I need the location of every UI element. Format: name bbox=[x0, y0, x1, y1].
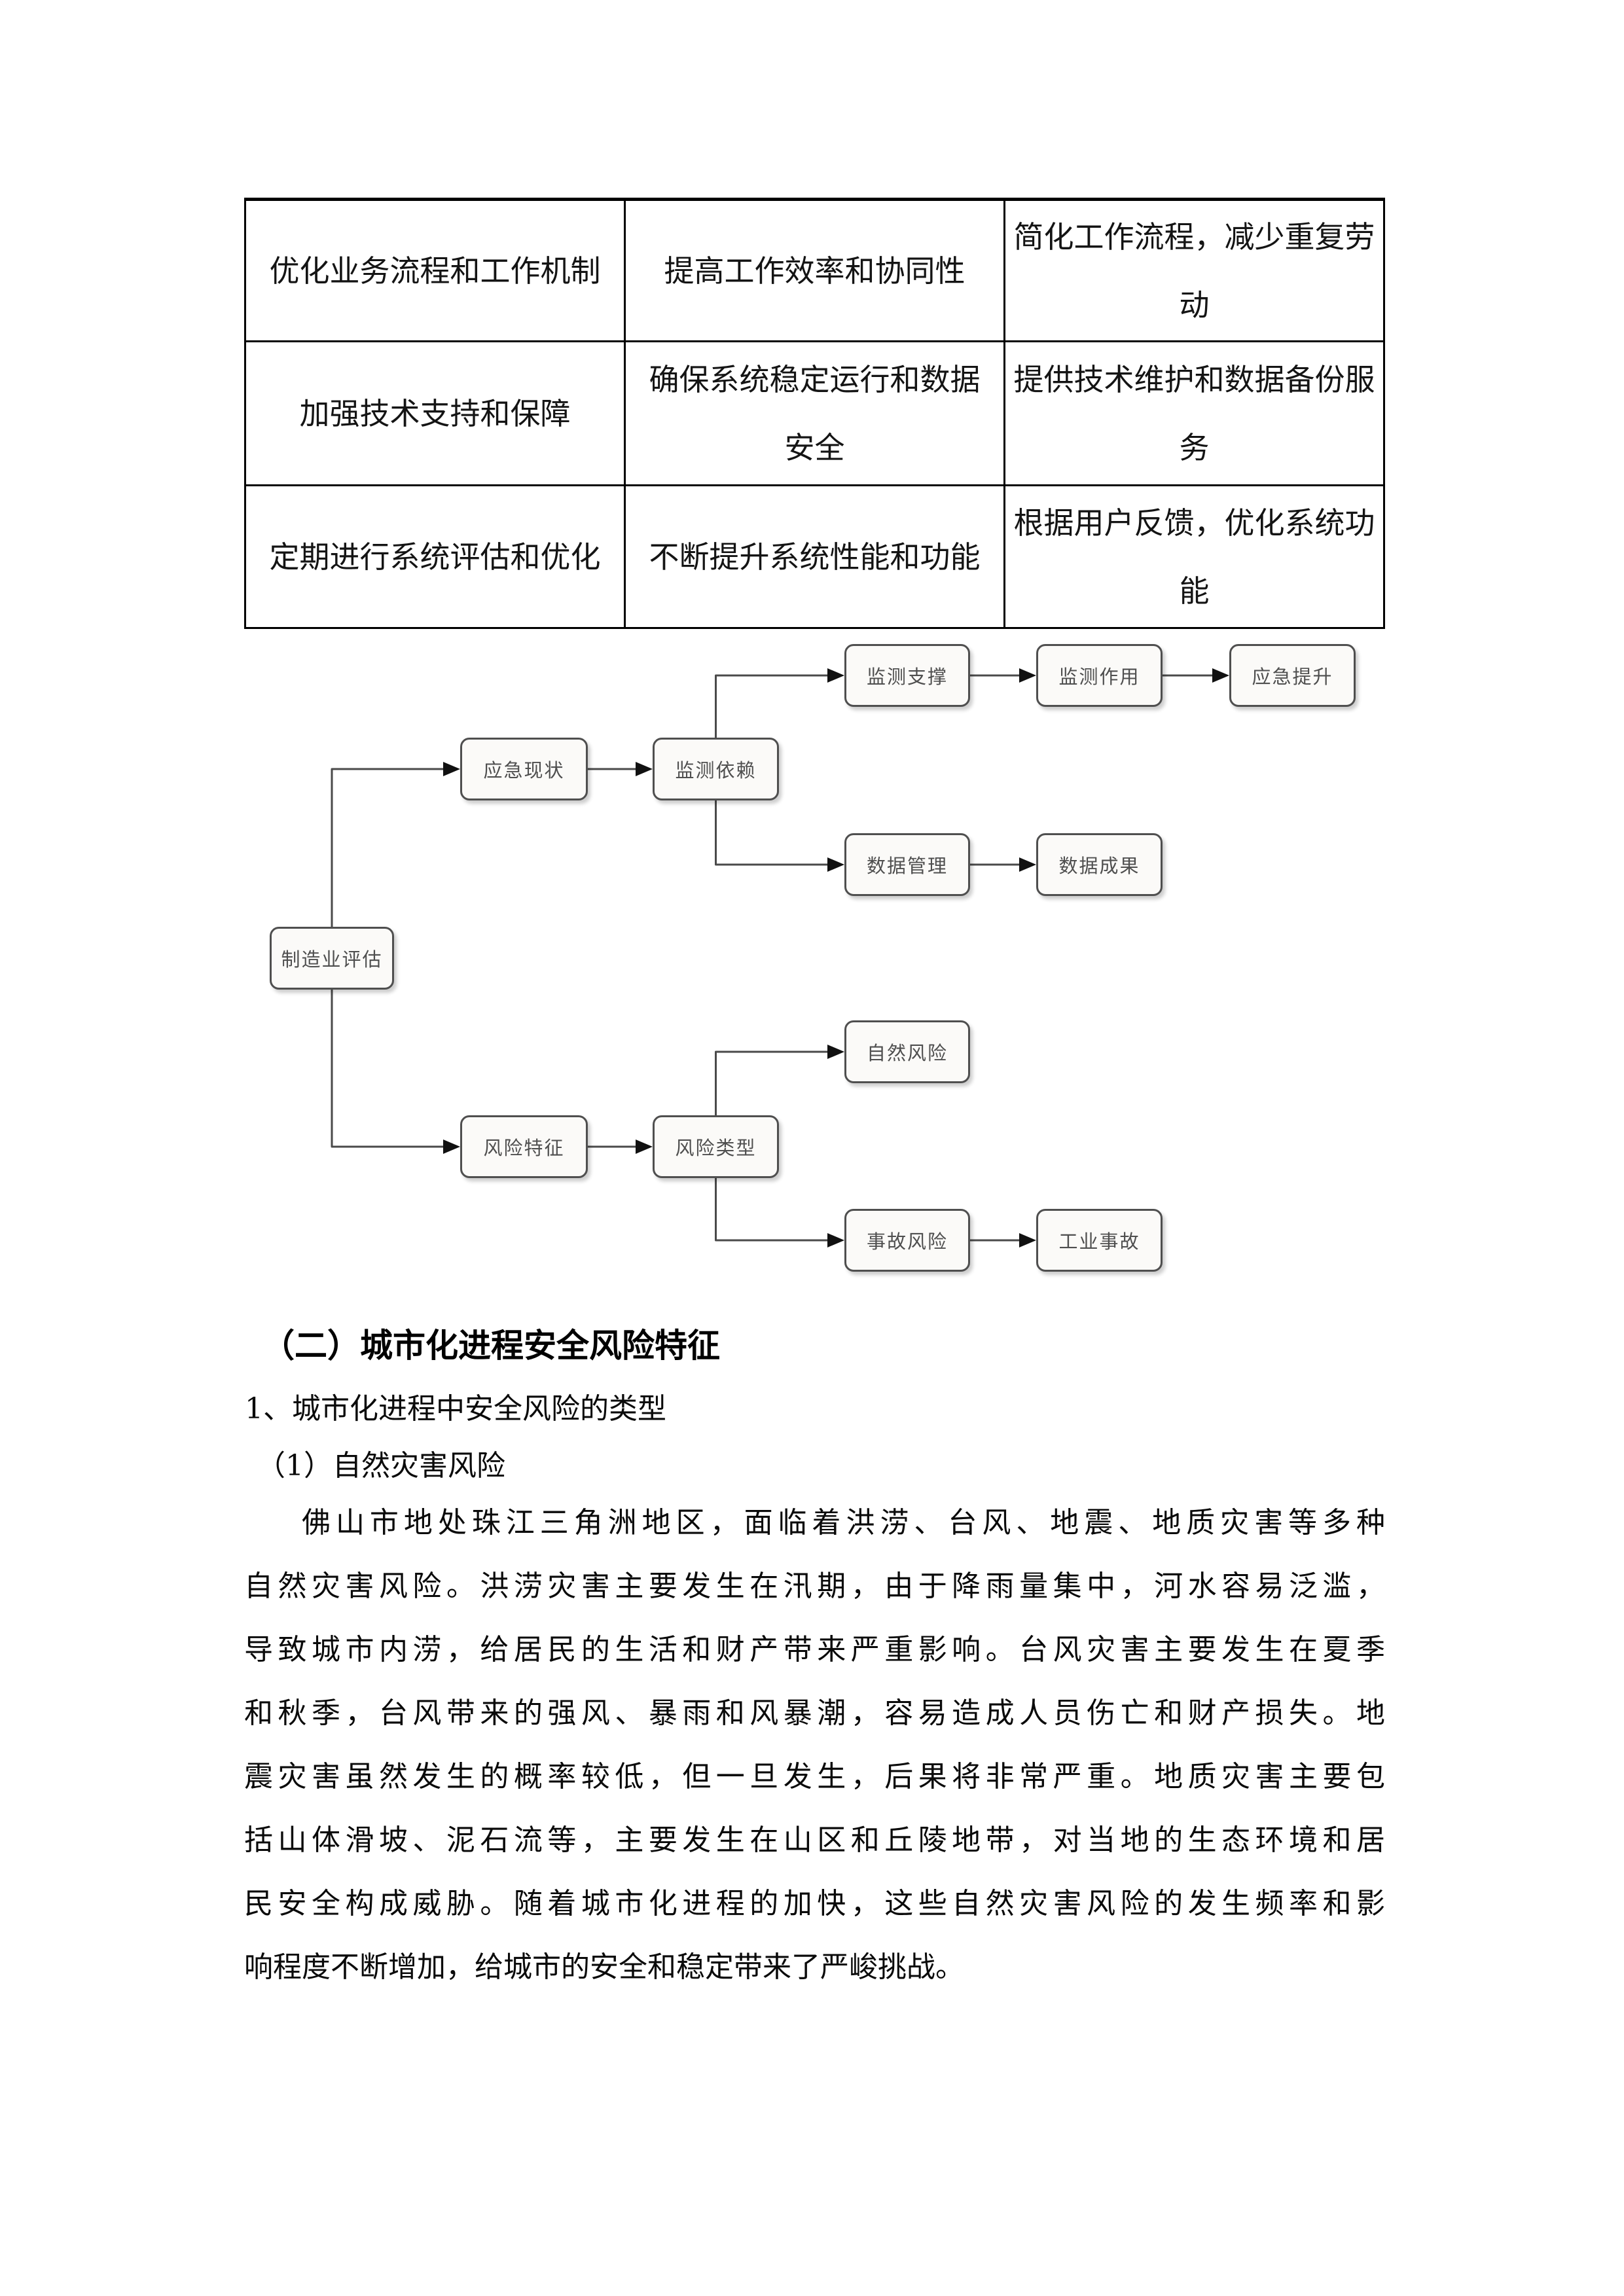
arrowhead-icon bbox=[1019, 668, 1036, 683]
summary-table-body: 优化业务流程和工作机制提高工作效率和协同性简化工作流程，减少重复劳动加强技术支持… bbox=[244, 198, 1385, 629]
arrowhead-icon bbox=[1019, 1233, 1036, 1247]
paragraph-line: 导致城市内涝，给居民的生活和财产带来严重影响。台风灾害主要发生在夏季 bbox=[244, 1633, 1385, 1666]
table-cell: 不断提升系统性能和功能 bbox=[624, 484, 1005, 629]
table-cell: 提供技术维护和数据备份服务 bbox=[1003, 340, 1385, 486]
connector-line bbox=[715, 1178, 829, 1242]
paragraph-line: 民安全构成威胁。随着城市化进程的加快，这些自然灾害风险的发生频率和影 bbox=[244, 1887, 1385, 1920]
table-cell: 确保系统稳定运行和数据安全 bbox=[624, 340, 1005, 486]
flowchart-node-shuju_chengguo: 数据成果 bbox=[1036, 833, 1163, 896]
arrowhead-icon bbox=[827, 1233, 844, 1247]
flowchart-node-shuju_guanli: 数据管理 bbox=[844, 833, 970, 896]
body-paragraph: 佛山市地处珠江三角洲地区，面临着洪涝、台风、地震、地质灾害等多种自然灾害风险。洪… bbox=[244, 1491, 1385, 1999]
subsection-heading: 1、城市化进程中安全风险的类型 bbox=[245, 1392, 666, 1426]
arrowhead-icon bbox=[443, 1139, 460, 1154]
connector-line bbox=[331, 990, 444, 1148]
connector-line bbox=[715, 674, 829, 738]
table-row: 优化业务流程和工作机制提高工作效率和协同性简化工作流程，减少重复劳动 bbox=[244, 198, 1385, 342]
flowchart-node-jiance_zuoyong: 监测作用 bbox=[1036, 644, 1163, 707]
flowchart-node-fengxian_tezheng: 风险特征 bbox=[460, 1115, 588, 1178]
flowchart-node-jiance_yilai: 监测依赖 bbox=[653, 738, 779, 800]
paragraph-line: 响程度不断增加，给城市的安全和稳定带来了严峻挑战。 bbox=[244, 1950, 964, 1984]
table-row: 加强技术支持和保障确保系统稳定运行和数据安全提供技术维护和数据备份服务 bbox=[244, 340, 1385, 486]
arrowhead-icon bbox=[636, 762, 653, 776]
arrowhead-icon bbox=[1212, 668, 1229, 683]
connector-line bbox=[715, 800, 829, 866]
arrowhead-icon bbox=[443, 762, 460, 776]
table-cell: 简化工作流程，减少重复劳动 bbox=[1003, 198, 1385, 342]
table-row: 定期进行系统评估和优化不断提升系统性能和功能根据用户反馈，优化系统功能 bbox=[244, 484, 1385, 629]
table-cell: 定期进行系统评估和优化 bbox=[244, 484, 626, 629]
table-cell: 加强技术支持和保障 bbox=[244, 340, 626, 486]
flowchart-node-shigu_fengxian: 事故风险 bbox=[844, 1209, 970, 1272]
table-cell: 根据用户反馈，优化系统功能 bbox=[1003, 484, 1385, 629]
section-heading: （二）城市化进程安全风险特征 bbox=[262, 1326, 720, 1365]
flowchart-node-root: 制造业评估 bbox=[270, 927, 394, 990]
connector-line bbox=[715, 1050, 829, 1115]
flowchart-node-fengxian_leixing: 风险类型 bbox=[653, 1115, 779, 1178]
flowchart-node-jiance_zhicheng: 监测支撑 bbox=[844, 644, 970, 707]
summary-table: 优化业务流程和工作机制提高工作效率和协同性简化工作流程，减少重复劳动加强技术支持… bbox=[244, 198, 1385, 629]
paragraph-line: 震灾害虽然发生的概率较低，但一旦发生，后果将非常严重。地质灾害主要包 bbox=[244, 1760, 1385, 1793]
flowchart-node-gongye_shigu: 工业事故 bbox=[1036, 1209, 1163, 1272]
paragraph-line: 和秋季，台风带来的强风、暴雨和风暴潮，容易造成人员伤亡和财产损失。地 bbox=[244, 1696, 1385, 1730]
arrowhead-icon bbox=[827, 668, 844, 683]
paragraph-line: 括山体滑坡、泥石流等，主要发生在山区和丘陵地带，对当地的生态环境和居 bbox=[244, 1823, 1385, 1857]
arrowhead-icon bbox=[636, 1139, 653, 1154]
flowchart-node-yingji_xianzhuang: 应急现状 bbox=[460, 738, 588, 800]
paragraph-line: 佛山市地处珠江三角洲地区，面临着洪涝、台风、地震、地质灾害等多种 bbox=[302, 1506, 1385, 1539]
list-item-heading: （1）自然灾害风险 bbox=[257, 1449, 505, 1482]
arrowhead-icon bbox=[1019, 857, 1036, 872]
table-cell: 优化业务流程和工作机制 bbox=[244, 198, 626, 342]
connector-line bbox=[331, 768, 444, 927]
table-cell: 提高工作效率和协同性 bbox=[624, 198, 1005, 342]
arrowhead-icon bbox=[827, 1045, 844, 1059]
paragraph-line: 自然灾害风险。洪涝灾害主要发生在汛期，由于降雨量集中，河水容易泛滥， bbox=[244, 1570, 1385, 1603]
arrowhead-icon bbox=[827, 857, 844, 872]
flowchart-node-yingji_tisheng: 应急提升 bbox=[1229, 644, 1356, 707]
flowchart-node-ziran_fengxian: 自然风险 bbox=[844, 1020, 970, 1083]
